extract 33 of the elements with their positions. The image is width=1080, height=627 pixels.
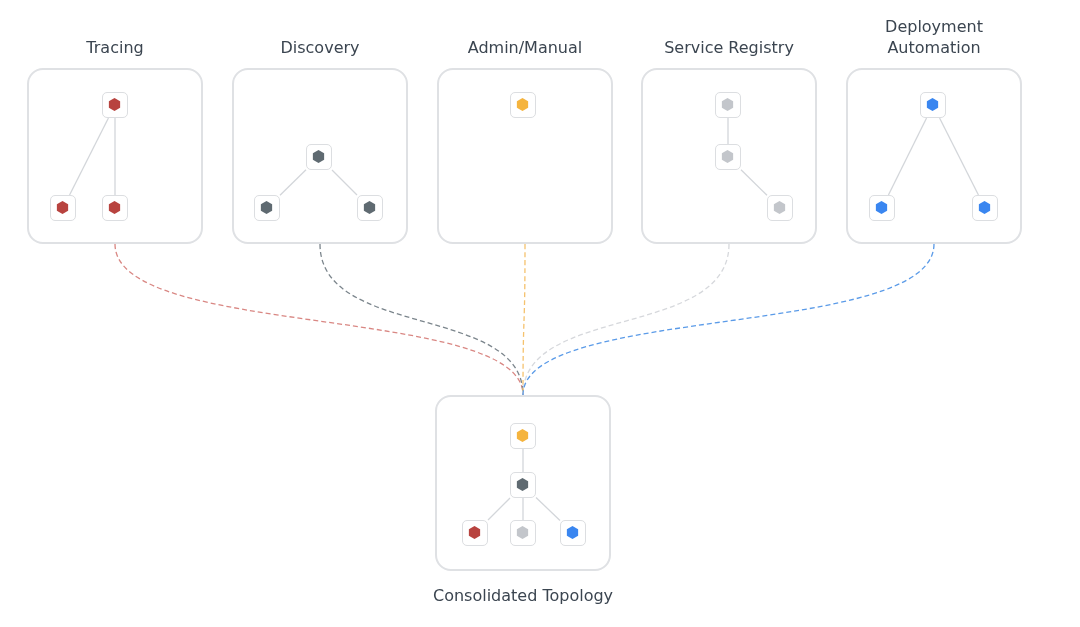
service-tile (101, 91, 128, 118)
service-tile (509, 422, 536, 449)
connector-line (740, 169, 768, 196)
service-tile (509, 471, 536, 498)
connector-line (279, 169, 307, 196)
panel-heading: Tracing (85, 37, 145, 58)
service-tile (101, 194, 128, 221)
dashed-connector (522, 243, 935, 396)
panel-heading: Discovery (279, 37, 361, 58)
connector-line (535, 496, 561, 522)
service-tile (509, 91, 536, 118)
service-tile (461, 519, 488, 546)
connector-line (938, 117, 980, 196)
service-tile (305, 143, 332, 170)
service-tile (356, 194, 383, 221)
service-tile (714, 143, 741, 170)
panel-heading: Deployment Automation (884, 16, 984, 58)
connector-line (487, 497, 511, 521)
connector-line (331, 169, 358, 196)
service-tile (559, 519, 586, 546)
service-tile (971, 194, 998, 221)
service-tile (919, 91, 946, 118)
service-tile (509, 519, 536, 546)
connector-line (68, 117, 110, 196)
service-tile (714, 91, 741, 118)
service-tile (253, 194, 280, 221)
panel-heading: Admin/Manual (466, 37, 584, 58)
service-tile (49, 194, 76, 221)
service-tile (766, 194, 793, 221)
service-tile (868, 194, 895, 221)
connector-line (887, 117, 928, 196)
panel-heading: Consolidated Topology (431, 585, 615, 606)
panel-heading: Service Registry (663, 37, 795, 58)
